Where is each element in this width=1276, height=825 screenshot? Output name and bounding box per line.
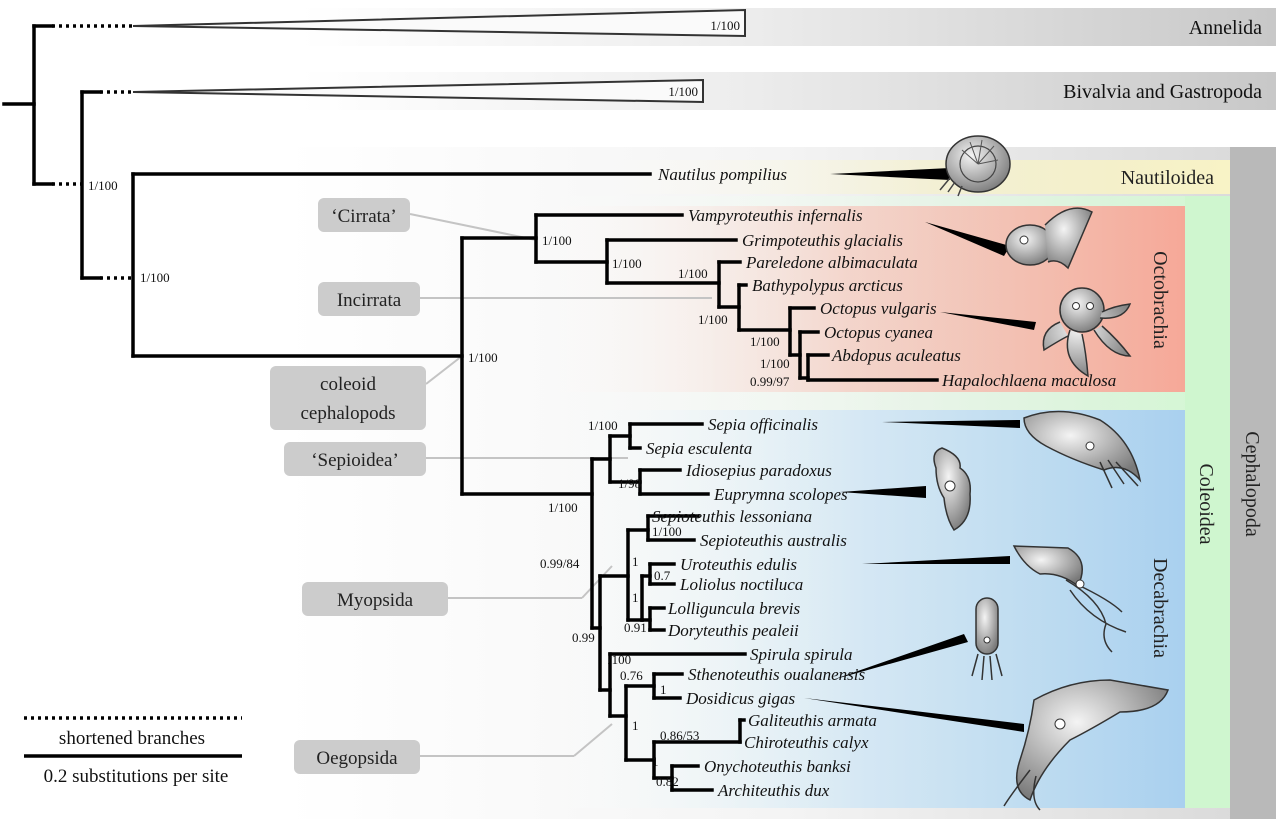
support-loliolus-node: 1: [632, 590, 639, 605]
taxon-vampyroteuthis: Vampyroteuthis infernalis: [688, 206, 863, 225]
octopus-icon: [1042, 287, 1132, 378]
bobtail-squid-icon: [933, 447, 972, 531]
support-loliginid-node: 1: [632, 554, 639, 569]
vampire-squid-icon: [1005, 207, 1093, 270]
label-oegopsida: Oegopsida: [316, 748, 398, 769]
label-myopsida-box: Myopsida: [302, 582, 448, 616]
support-decabrachia-node: 1/100: [548, 500, 578, 515]
band-octobrachia: Octobrachia: [1149, 251, 1171, 349]
support-oegopsid-outer: 0.99: [572, 630, 595, 645]
taxon-chiroteuthis: Chiroteuthis calyx: [744, 733, 869, 752]
taxon-spirula: Spirula spirula: [750, 645, 853, 664]
band-cephalopoda: Cephalopoda: [1241, 431, 1263, 537]
taxon-octopus-vulgaris: Octopus vulgaris: [820, 299, 937, 318]
support-oegopsida-node: 1: [632, 718, 639, 733]
taxon-nautilus: Nautilus pompilius: [657, 165, 787, 184]
taxon-idiosepius: Idiosepius paradoxus: [685, 461, 832, 480]
support-coleoid-node: 1/100: [468, 350, 498, 365]
band-coleoidea: Coleoidea: [1195, 463, 1217, 544]
taxon-euprymna: Euprymna scolopes: [713, 485, 848, 504]
support-spirula-node: /100: [608, 652, 631, 667]
taxon-octopus-cyanea: Octopus cyanea: [824, 323, 933, 342]
taxon-dosidicus: Dosidicus gigas: [685, 689, 795, 708]
taxon-bathypolypus: Bathypolypus arcticus: [752, 276, 903, 295]
support-mollusca-node: 1/100: [88, 178, 118, 193]
band-decabrachia: Decabrachia: [1149, 558, 1171, 658]
legend: shortened branches 0.2 substitutions per…: [24, 716, 242, 787]
support-pareledone-node: 1/100: [678, 266, 708, 281]
taxon-uroteuthis: Uroteuthis edulis: [680, 555, 797, 574]
support-uroteuthis-node: 0.7: [654, 568, 671, 583]
support-galiteuthis-node: 0.86/53: [660, 728, 699, 743]
taxon-architeuthis: Architeuthis dux: [717, 781, 830, 800]
legend-dotted-label: shortened branches: [59, 728, 205, 749]
support-annelida: 1/100: [710, 18, 740, 33]
taxon-loliolus: Loliolus noctiluca: [679, 575, 803, 594]
icon-pointers: [804, 168, 1036, 732]
taxon-sepia-esculenta: Sepia esculenta: [646, 439, 752, 458]
label-oegopsida-box: Oegopsida: [294, 740, 420, 774]
support-abdopus-node: 1/100: [760, 356, 790, 371]
label-cirrata: ‘Cirrata’: [331, 206, 396, 227]
taxon-sepioteuthis-australis: Sepioteuthis australis: [700, 531, 847, 550]
taxon-abdopus: Abdopus aculeatus: [831, 346, 961, 365]
tree-branches: [2, 24, 939, 792]
cuttlefish-icon: [1023, 410, 1142, 489]
taxon-onychoteuthis: Onychoteuthis banksi: [704, 757, 851, 776]
support-onychoteuthis-node: 1: [652, 754, 659, 769]
support-sepia-node: 1/100: [588, 418, 618, 433]
label-sepioidea: ‘Sepioidea’: [311, 450, 399, 471]
decabrachia-band: [540, 410, 1185, 808]
label-coleoid: coleoid: [320, 374, 376, 395]
band-nautiloidea: Nautiloidea: [1121, 167, 1214, 189]
label-incirrata: Incirrata: [337, 290, 402, 311]
support-sthenoteuthis-node: 0.76: [620, 668, 643, 683]
taxon-grimpoteuthis: Grimpoteuthis glacialis: [742, 231, 903, 250]
legend-scale-label: 0.2 substitutions per site: [44, 766, 229, 787]
loliginid-squid-icon: [1012, 545, 1127, 653]
taxon-pareledone: Pareledone albimaculata: [745, 253, 918, 272]
support-bivalvia: 1/100: [668, 84, 698, 99]
shortened-branches: [52, 24, 133, 280]
support-architeuthis-node: 0.82: [656, 774, 679, 789]
label-cirrata-box: ‘Cirrata’: [318, 198, 410, 232]
label-coleoid-box: coleoid cephalopods: [270, 366, 426, 430]
coleoidea-strip: [1185, 196, 1230, 808]
taxon-sepioteuthis-lessoniana: Sepioteuthis lessoniana: [652, 507, 812, 526]
support-conch-node: 1/100: [140, 270, 170, 285]
annelida-collapsed-clade: [132, 8, 746, 38]
spirula-icon: [971, 597, 1003, 681]
label-cephalopods: cephalopods: [301, 403, 396, 424]
label-myopsida: Myopsida: [337, 590, 414, 611]
taxon-doryteuthis: Doryteuthis pealeii: [667, 621, 799, 640]
support-sepiolid-node: 1/98: [618, 476, 641, 491]
support-sepioteuthis-node: 1/100: [652, 524, 682, 539]
label-sepioidea-box: ‘Sepioidea’: [284, 442, 426, 476]
support-octobrachia-node: 1/100: [542, 233, 572, 248]
support-incirrata-node: 1/100: [612, 256, 642, 271]
bivalvia-collapsed-clade: [132, 78, 704, 104]
clade-annelida: Annelida: [1189, 17, 1262, 39]
taxon-lolliguncula: Lolliguncula brevis: [667, 599, 800, 618]
support-hapalochlaena-node: 0.99/97: [750, 374, 790, 389]
support-dosidicus-node: 1: [660, 682, 667, 697]
support-bathypolypus-node: 1/100: [698, 312, 728, 327]
giant-squid-icon: [1003, 679, 1170, 811]
support-lolliguncula-node: 0.91: [624, 620, 647, 635]
nautilus-icon: [939, 135, 1011, 197]
taxon-hapalochlaena: Hapalochlaena maculosa: [941, 371, 1116, 390]
clade-bivalvia: Bivalvia and Gastropoda: [1063, 81, 1262, 103]
cephalopoda-strip: [1230, 147, 1276, 819]
label-incirrata-box: Incirrata: [318, 282, 420, 316]
taxon-galiteuthis: Galiteuthis armata: [748, 711, 877, 730]
taxon-sepia-officinalis: Sepia officinalis: [708, 415, 818, 434]
support-octopus-node: 1/100: [750, 334, 780, 349]
taxon-sthenoteuthis: Sthenoteuthis oualanensis: [688, 665, 865, 684]
support-myopsida-outer: 0.99/84: [540, 556, 580, 571]
